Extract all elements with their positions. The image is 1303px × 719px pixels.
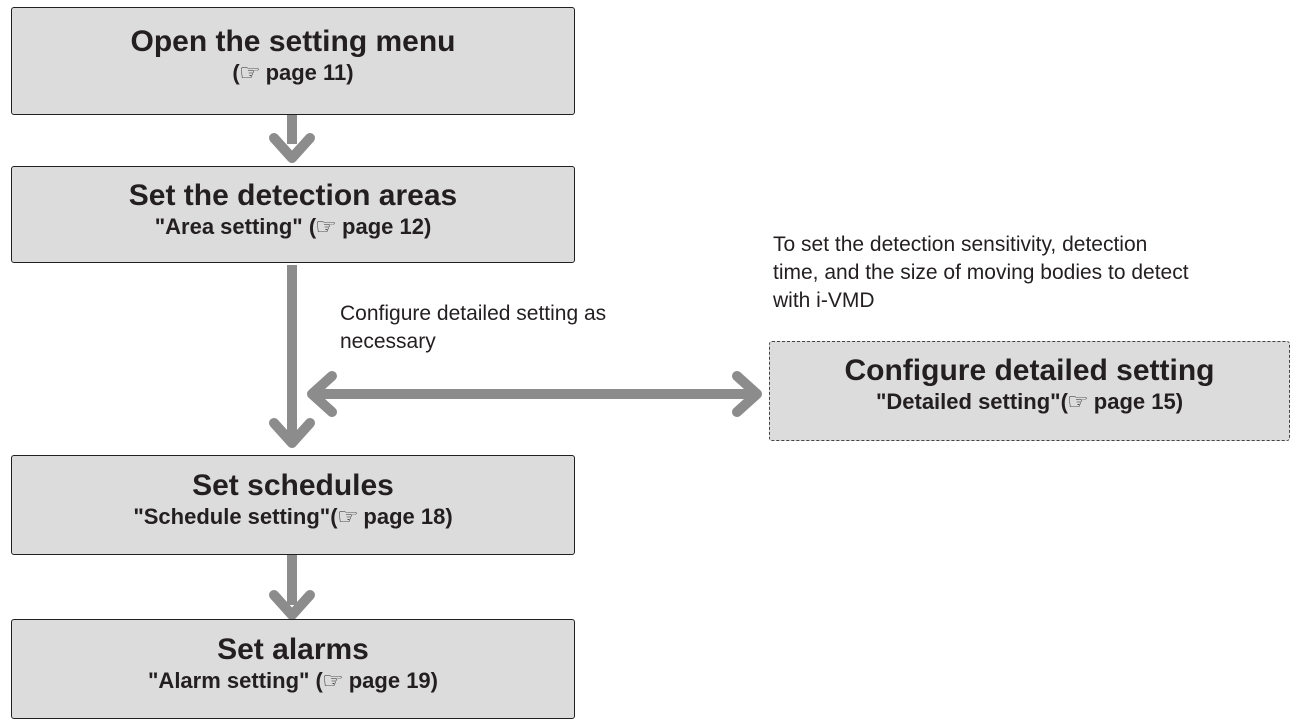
- step-title: Set schedules: [192, 469, 394, 502]
- arrow-down-2: [269, 265, 315, 448]
- step-page-ref: "Schedule setting"(☞ page 18): [133, 504, 453, 529]
- arrow-bidirectional: [307, 371, 762, 417]
- detail-note: To set the detection sensitivity, detect…: [773, 233, 1189, 312]
- arrow-down-3: [269, 555, 315, 620]
- pointing-hand-icon: ☞: [238, 60, 261, 85]
- detail-title: Configure detailed setting: [844, 354, 1215, 387]
- step-configure-detailed-setting: Configure detailed setting "Detailed set…: [769, 341, 1290, 441]
- pointing-hand-icon: ☞: [1066, 389, 1089, 414]
- step-set-alarms: Set alarms "Alarm setting" (☞ page 19): [11, 619, 575, 719]
- pointing-hand-icon: ☞: [315, 214, 337, 239]
- step-page-ref: "Alarm setting" (☞ page 19): [148, 668, 438, 693]
- detail-page-ref: "Detailed setting"(☞ page 15): [875, 389, 1184, 414]
- branch-label: Configure detailed setting as necessary: [340, 302, 607, 353]
- step-page-ref: "Area setting" (☞ page 12): [154, 214, 432, 239]
- step-set-detection-areas: Set the detection areas "Area setting" (…: [11, 166, 575, 263]
- pointing-hand-icon: ☞: [336, 504, 359, 529]
- step-set-schedules: Set schedules "Schedule setting"(☞ page …: [11, 455, 575, 555]
- step-open-setting-menu: Open the setting menu (☞ page 11): [11, 7, 575, 115]
- step-page-ref: (☞ page 11): [232, 60, 354, 85]
- arrow-down-1: [269, 114, 315, 163]
- pointing-hand-icon: ☞: [321, 668, 344, 693]
- step-title: Set the detection areas: [128, 179, 458, 212]
- step-title: Set alarms: [217, 633, 369, 666]
- step-title: Open the setting menu: [130, 25, 456, 58]
